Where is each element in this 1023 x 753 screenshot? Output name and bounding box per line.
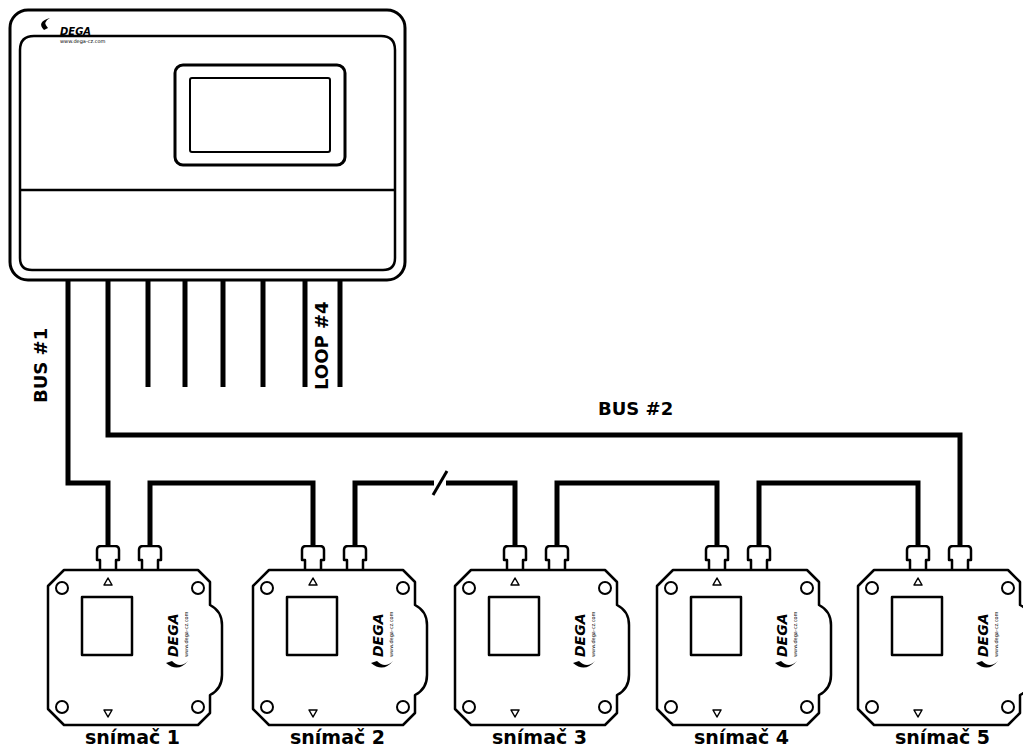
brand-logo: DEGA xyxy=(774,613,790,657)
display-frame xyxy=(175,65,345,165)
logo-mark xyxy=(41,18,50,30)
brand-logo: DEGA xyxy=(165,613,181,657)
bus-label: BUS #1 xyxy=(30,326,52,405)
sensor-unit: DEGAwww.dega-cz.com snímač 4 xyxy=(647,545,837,748)
display xyxy=(190,78,330,152)
web-address: www.dega-cz.com xyxy=(60,38,105,44)
bus-cable xyxy=(557,483,717,545)
brand-logo: DEGA xyxy=(370,613,386,657)
web-address: www.dega-cz.com xyxy=(388,612,394,657)
sensor-label: snímač 4 xyxy=(694,726,789,748)
bus-cable xyxy=(759,483,918,545)
web-address: www.dega-cz.com xyxy=(993,612,999,657)
break-mark xyxy=(433,471,447,495)
sensor-label: snímač 3 xyxy=(492,726,587,748)
brand-logo: DEGA xyxy=(572,613,588,657)
web-address: www.dega-cz.com xyxy=(792,612,798,657)
web-address: www.dega-cz.com xyxy=(183,612,189,657)
sensor-housing xyxy=(243,545,433,727)
bus-cable xyxy=(150,483,313,545)
bus-cable xyxy=(108,280,960,545)
web-address: www.dega-cz.com xyxy=(590,612,596,657)
sensor-housing xyxy=(445,545,635,727)
sensor-unit: DEGAwww.dega-cz.com snímač 3 xyxy=(445,545,635,748)
sensor-label: snímač 5 xyxy=(895,726,990,748)
sensor-housing xyxy=(647,545,837,727)
sensor-label: snímač 2 xyxy=(290,726,385,748)
sensor-housing xyxy=(38,545,228,727)
loop-label: LOOP #4 xyxy=(311,300,333,393)
brand-logo: DEGA xyxy=(60,26,91,38)
controller-unit: DEGAwww.dega-cz.com xyxy=(10,10,405,280)
brand-logo: DEGA xyxy=(975,613,991,657)
sensor-unit: DEGAwww.dega-cz.com snímač 2 xyxy=(243,545,433,748)
sensor-label: snímač 1 xyxy=(85,726,180,748)
bus-label: BUS #2 xyxy=(596,398,675,420)
bus-cable xyxy=(68,280,108,545)
sensor-unit: DEGAwww.dega-cz.com snímač 1 xyxy=(38,545,228,748)
controller-divider xyxy=(20,189,395,192)
controller-housing xyxy=(10,10,405,280)
controller-front xyxy=(20,36,395,270)
sensor-unit: DEGAwww.dega-cz.com snímač 5 xyxy=(848,545,1023,748)
